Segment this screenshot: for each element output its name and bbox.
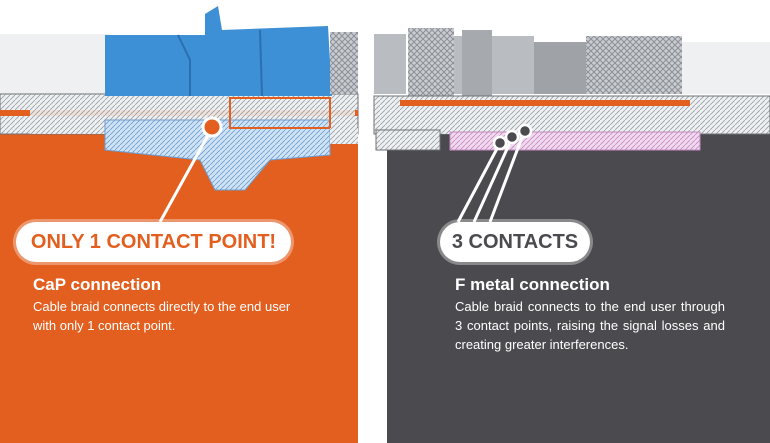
cap-connection-description: Cable braid connects directly to the end… (33, 299, 291, 333)
cap-connection-panel (0, 118, 358, 443)
f-contact-points (456, 123, 533, 223)
one-contact-point-badge: ONLY 1 CONTACT POINT! (16, 222, 291, 262)
cap-cross-section (30, 96, 358, 191)
f-metal-connection-panel (387, 118, 770, 443)
f-cable-section (373, 95, 770, 151)
f-metal-connection-description: Cable braid connects to the end user thr… (455, 299, 725, 352)
f-metal-connector (374, 28, 770, 96)
cap-connection-title: CaP connection (33, 275, 162, 294)
f-metal-connection-title: F metal connection (455, 275, 610, 294)
three-contacts-badge: 3 CONTACTS (440, 222, 590, 262)
cap-contact-point (158, 116, 223, 223)
cap-blue-connector (105, 6, 358, 97)
